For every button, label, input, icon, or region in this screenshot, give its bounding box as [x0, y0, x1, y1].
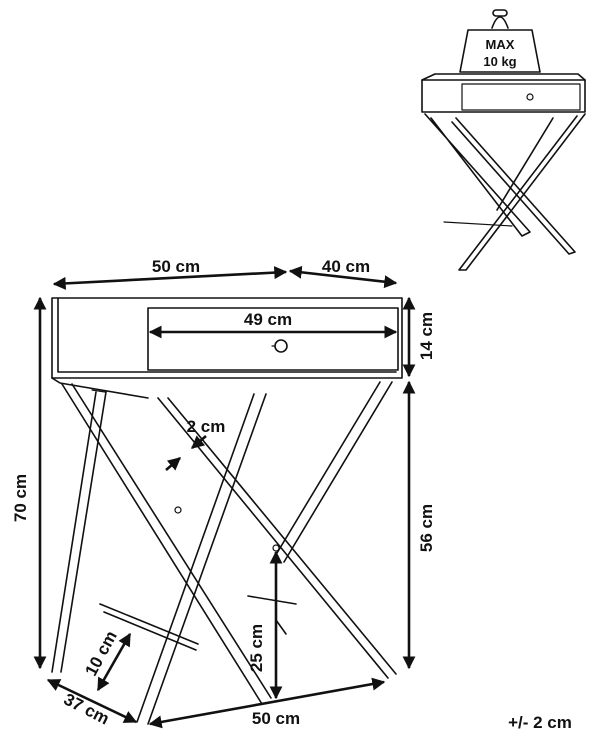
dim-bar-offset: 10 cm: [81, 628, 120, 679]
drawer-knob-icon: [271, 339, 288, 353]
dim-leg-thickness: 2 cm: [187, 417, 226, 436]
dim-base-width: 50 cm: [252, 709, 300, 728]
main-table: [51, 297, 403, 725]
dim-drawer-height: 14 cm: [417, 312, 436, 360]
weight-value-label: 10 kg: [483, 54, 516, 69]
dim-drawer-width: 49 cm: [244, 310, 292, 329]
weight-icon: MAX 10 kg: [459, 9, 541, 73]
tolerance-note: +/- 2 cm: [508, 713, 572, 732]
dim-top-depth: 40 cm: [322, 257, 370, 276]
thumbnail-knob-icon: [526, 93, 534, 101]
dim-top-width: 50 cm: [152, 257, 200, 276]
weight-max-label: MAX: [486, 37, 515, 52]
drawer: [147, 307, 399, 371]
dim-leg-height: 56 cm: [417, 504, 436, 552]
dim-base-depth: 37 cm: [61, 690, 113, 729]
dim-total-height: 70 cm: [11, 474, 30, 522]
dim-bar-height: 25 cm: [247, 624, 266, 672]
thumbnail-table: MAX 10 kg: [421, 9, 586, 271]
